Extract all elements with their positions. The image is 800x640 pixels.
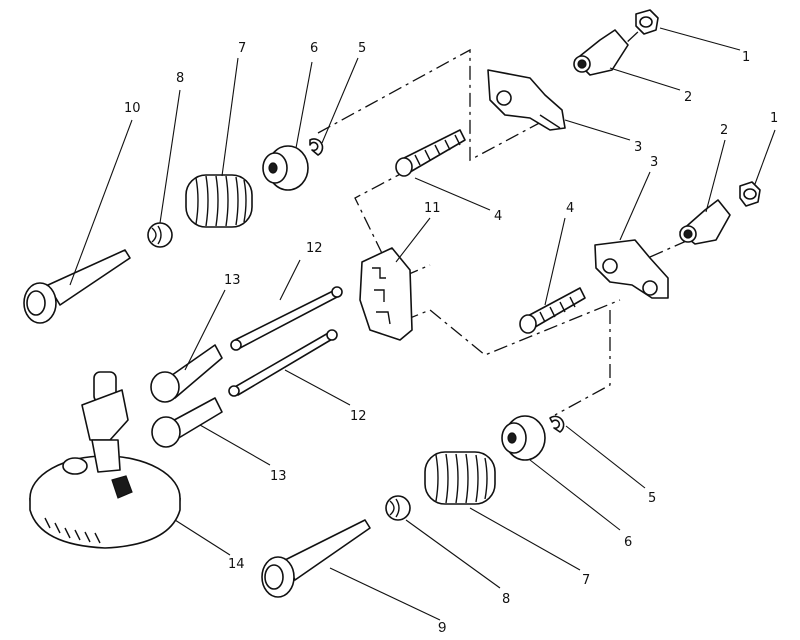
valve-seal-upper [147,222,173,248]
leader-lines [69,27,776,621]
nut-upper [635,9,659,35]
keeper-upper [309,138,324,156]
valve-intake [23,249,131,324]
tappets [150,344,223,448]
callout-9: 9 [438,619,446,636]
callout-4-lower: 4 [566,201,574,216]
rocker-arm-upper [487,69,566,131]
keeper-lower [549,415,565,433]
callout-2-lower: 2 [720,123,728,138]
callout-3-lower: 3 [650,155,658,170]
callout-4-upper: 4 [494,209,502,224]
callout-5-lower: 5 [648,491,656,506]
callout-5-upper: 5 [358,41,366,56]
spring-retainer-lower [501,415,546,461]
callout-3-upper: 3 [634,140,642,155]
callout-6-lower: 6 [624,535,632,550]
callout-7-lower: 7 [582,573,590,588]
callout-2-upper: 2 [684,90,692,105]
callout-12-lower: 12 [350,409,367,424]
callout-7-upper: 7 [238,41,246,56]
valve-spring-upper [185,174,253,228]
push-rods [228,286,343,397]
callout-labels: 1 2 3 5 6 7 8 10 4 11 1 2 3 4 12 13 12 1… [124,41,778,636]
callout-1-lower: 1 [770,111,778,126]
nut-lower [739,181,761,207]
callout-14: 14 [228,557,245,572]
callout-13-lower: 13 [270,469,287,484]
callout-13-upper: 13 [224,273,241,288]
guide-plate [359,247,413,341]
callout-10: 10 [124,101,141,116]
rocker-arm-lower [594,239,669,299]
callout-8-lower: 8 [502,592,510,607]
callout-6-upper: 6 [310,41,318,56]
adjuster-upper [573,29,629,76]
callout-11: 11 [424,201,441,216]
spring-retainer-upper [262,145,309,191]
stud-upper [395,129,466,177]
callout-8-upper: 8 [176,71,184,86]
valve-exhaust [261,519,371,598]
adjuster-lower [679,199,731,245]
valve-seal-lower [385,495,411,521]
stud-lower [519,287,586,334]
callout-1-upper: 1 [742,50,750,65]
valve-spring-lower [424,451,496,505]
callout-12-upper: 12 [306,241,323,256]
camshaft-gear [29,371,181,549]
